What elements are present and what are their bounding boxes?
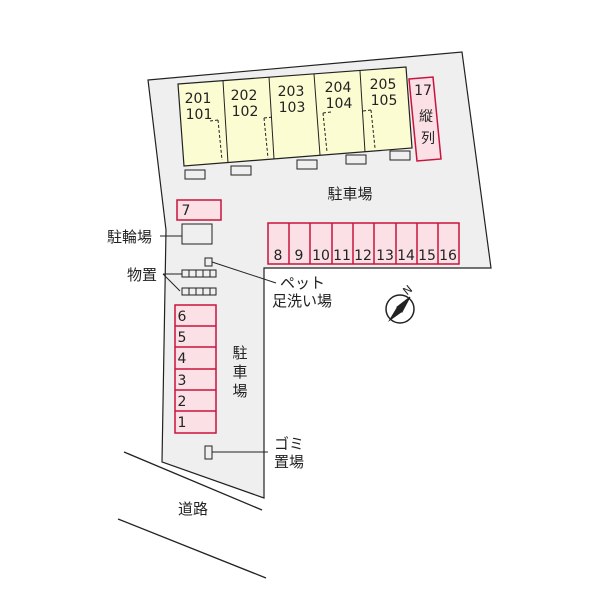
parking-number: 4 [178, 351, 187, 367]
parking-side-label-3: 場 [232, 382, 247, 400]
unit-divider [313, 73, 321, 156]
parking-number: 13 [376, 248, 394, 264]
parking-number: 12 [354, 248, 372, 264]
parking-17-label-1: 縦 [419, 109, 433, 125]
parking-number: 6 [178, 309, 187, 325]
stair-dash [263, 116, 274, 159]
parking-row-outline [267, 222, 460, 265]
unit-upper-number: 205 [370, 77, 397, 93]
unit-lower-number: 103 [279, 100, 306, 116]
parking-space-7: 7 [176, 199, 222, 221]
road-label: 道路 [178, 500, 208, 518]
unit-upper-number: 202 [231, 88, 258, 104]
doorstep [345, 154, 367, 165]
trash-area-label-2: 置場 [274, 453, 304, 471]
unit-lower-number: 101 [186, 107, 213, 123]
pet-leader-line [211, 261, 277, 284]
parking-number: 16 [439, 248, 457, 264]
pet-footwash-label-2: 足洗い場 [272, 292, 332, 310]
pet-footwash-marker [204, 257, 213, 267]
parking-7-outline [176, 199, 222, 221]
unit-divider [222, 80, 229, 164]
storage-leader-line [162, 273, 181, 292]
doorstep [389, 150, 411, 161]
parking-column-left: 6 5 4 3 2 1 [174, 304, 217, 434]
parking-space-17: 17 縦 列 [408, 76, 442, 162]
road-edge-lower [117, 518, 267, 579]
stair-dash [362, 109, 376, 149]
unit-lower-number: 105 [371, 93, 398, 109]
doorstep [230, 165, 252, 176]
stair-dash [209, 119, 223, 161]
parking-number: 3 [178, 373, 187, 389]
parking-17-outline [408, 76, 442, 162]
doorstep [184, 169, 206, 180]
parking-17-number: 17 [414, 83, 432, 99]
bicycle-parking-label: 駐輪場 [107, 228, 152, 246]
unit-lower-number: 102 [232, 104, 259, 120]
trash-area-label-1: ゴミ [274, 435, 304, 453]
unit-upper-number: 203 [278, 84, 305, 100]
unit-lower-number: 104 [326, 96, 353, 112]
parking-17-label-2: 列 [421, 131, 435, 147]
unit-upper-number: 201 [185, 91, 212, 107]
parking-7-number: 7 [182, 203, 191, 219]
unit-upper-number: 204 [325, 80, 352, 96]
north-compass-icon: N [385, 283, 415, 324]
parking-side-label-1: 駐 [232, 344, 247, 362]
parking-number: 8 [274, 248, 283, 264]
unit-divider [268, 76, 275, 160]
parking-number: 14 [397, 248, 415, 264]
trash-area-marker [204, 445, 213, 460]
parking-number: 11 [333, 248, 351, 264]
parking-number: 2 [178, 394, 187, 410]
parking-number: 10 [312, 248, 330, 264]
road-edge-upper [123, 451, 263, 511]
parking-side-label-2: 車 [232, 363, 247, 381]
stair-dash [322, 111, 332, 153]
storage-shed [181, 269, 217, 278]
unit-divider [359, 70, 366, 153]
pet-footwash-label-1: ペット [280, 274, 325, 292]
parking-number: 1 [178, 415, 187, 431]
storage-label: 物置 [127, 266, 157, 284]
parking-row-right: 8 9 10 11 12 13 14 15 16 [267, 222, 460, 265]
parking-number: 5 [178, 330, 187, 346]
doorstep [296, 159, 318, 170]
apartment-building: 201 101 202 102 203 103 204 104 205 105 [177, 66, 413, 180]
parking-number: 9 [295, 248, 304, 264]
parking-area-label: 駐車場 [327, 185, 372, 203]
parking-number: 15 [418, 248, 436, 264]
lot-area [147, 51, 492, 499]
bicycle-parking-area [181, 223, 213, 245]
storage-shed [181, 287, 217, 296]
building-outline [177, 66, 413, 167]
